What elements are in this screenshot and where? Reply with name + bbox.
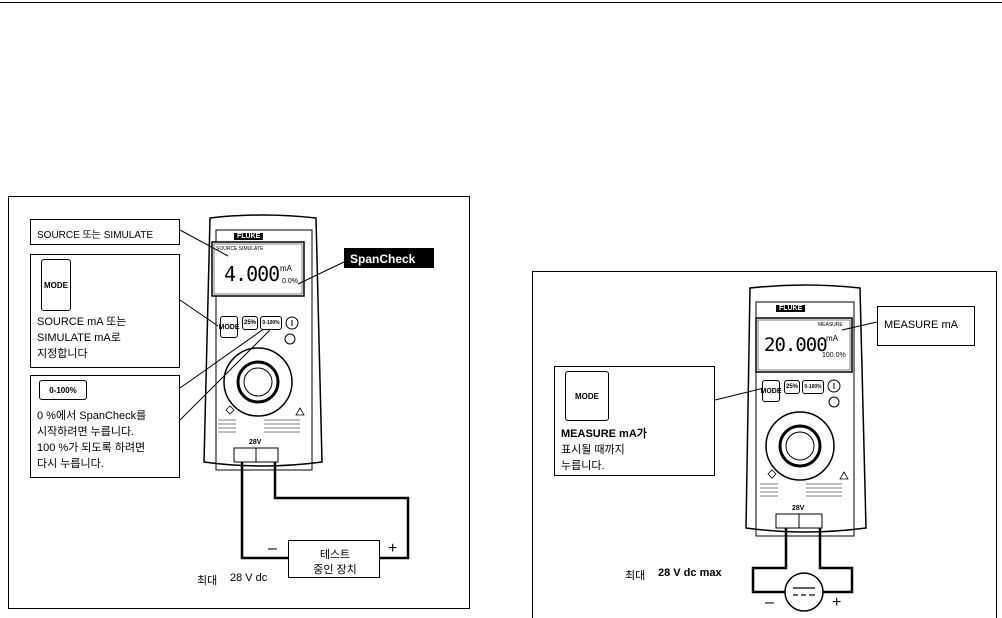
span-desc-line-1: 0 %에서 SpanCheck를 <box>37 410 147 422</box>
mode-callout: MODE SOURCE mA 또는 SIMULATE mA로 지정합니다 <box>30 254 180 368</box>
meter-brand-logo: FLUKE <box>234 233 264 240</box>
left-max-voltage-prefix: 최대 <box>197 575 218 587</box>
meter-25-key[interactable]: 25% <box>242 316 258 330</box>
meter-unit: mA <box>280 264 292 273</box>
right-meter-mode-key[interactable]: MODE <box>761 380 782 402</box>
top-rule <box>0 2 1002 3</box>
span-callout: 0-100% 0 %에서 SpanCheck를 시작하려면 누릅니다. 100 … <box>30 375 180 478</box>
mode-desc-line-3: 지정합니다 <box>37 348 88 360</box>
device-label-line-1: 테스트 <box>319 549 351 561</box>
span-key-icon: 0-100% <box>39 380 87 400</box>
meter-reading: 4.000 <box>224 262 280 286</box>
left-polarity-minus: – <box>268 540 277 557</box>
right-polarity-plus: + <box>832 594 842 611</box>
measure-label: MEASURE mA <box>884 319 958 331</box>
right-mode-callout: MODE MEASURE mA가 표시될 때까지 누릅니다. <box>554 366 715 476</box>
left-max-voltage-value: 28 V dc <box>230 572 268 584</box>
meter-percent: 0.0% <box>282 278 298 285</box>
spancheck-label: SpanCheck <box>350 252 416 266</box>
right-max-voltage-prefix: 최대 <box>625 570 646 582</box>
meter-span-key[interactable]: 0-100% <box>260 316 282 330</box>
spancheck-callout: SpanCheck <box>344 248 434 268</box>
mode-desc-line-2: SIMULATE mA로 <box>37 332 121 344</box>
mode-desc-line-1: SOURCE mA 또는 <box>37 316 127 328</box>
right-meter-span-key[interactable]: 0-100% <box>802 380 824 394</box>
right-polarity-minus: – <box>765 594 774 611</box>
right-meter-brand-logo: FLUKE <box>776 305 806 312</box>
right-meter-percent: 100.0% <box>822 352 846 359</box>
span-desc-line-2: 시작하려면 누릅니다. <box>37 426 135 438</box>
right-mode-desc-line-1: MEASURE mA가 <box>561 428 647 440</box>
measure-callout: MEASURE mA <box>877 306 975 346</box>
span-desc-line-3: 100 %가 되도록 하려면 <box>37 442 146 454</box>
meter-terminal-label: 28V <box>249 439 262 446</box>
source-simulate-label: SOURCE 또는 SIMULATE <box>37 230 154 241</box>
right-meter-terminal-label: 28V <box>792 505 805 512</box>
right-max-voltage-value: 28 V dc max <box>658 567 722 579</box>
right-meter-mode-text: MEASURE <box>818 322 843 328</box>
right-mode-desc-line-2: 표시될 때까지 <box>561 444 625 456</box>
device-label-line-2: 중인 장치 <box>313 564 357 576</box>
meter-mode-key[interactable]: MODE <box>219 316 240 338</box>
right-mode-key-icon: MODE <box>565 371 609 421</box>
device-under-test-box: 테스트 중인 장치 <box>288 540 380 578</box>
right-meter-unit: mA <box>826 334 838 343</box>
source-simulate-callout: SOURCE 또는 SIMULATE <box>30 219 180 245</box>
mode-key-icon: MODE <box>41 259 71 311</box>
meter-mode-text: SOURCE SIMULATE <box>216 246 264 252</box>
right-meter-reading: 20.000 <box>764 334 828 356</box>
left-polarity-plus: + <box>388 540 398 557</box>
right-meter-25-key[interactable]: 25% <box>784 380 800 394</box>
span-desc-line-4: 다시 누릅니다. <box>37 458 104 470</box>
right-mode-desc-line-3: 누릅니다. <box>561 460 605 472</box>
